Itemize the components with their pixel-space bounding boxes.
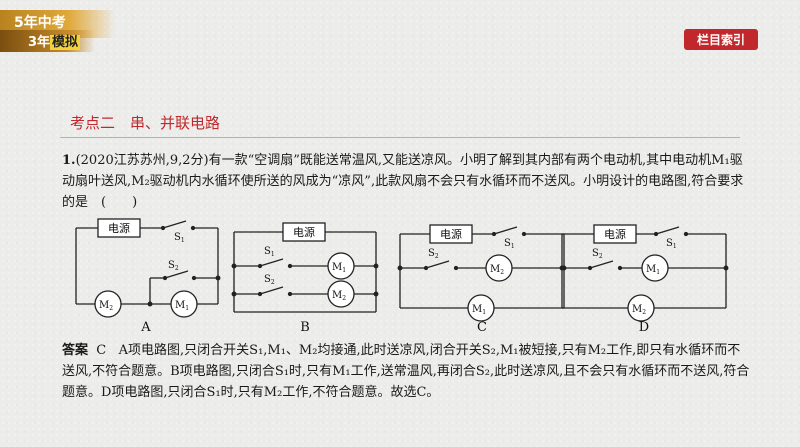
question-block: 1.(2020江苏苏州,9,2分)有一款“空调扇”既能送常温风,又能送凉风。小明… [62,150,752,213]
motor-m2-c [485,254,513,282]
brand-logo: 5年中考 3年模拟 [0,0,120,60]
answer-choice: C [96,343,107,358]
power-label-c: 电源 [440,227,462,241]
answer-block: 答案 C A项电路图,只闭合开关S₁,M₁、M₂均接通,此时送凉风,闭合开关S₂… [62,340,752,403]
svg-text:M1: M1 [332,262,346,274]
circuit-b[interactable] [231,231,379,313]
power-label-a: 电源 [108,221,130,235]
motor-m1-d [641,254,669,282]
motor-m1-a [170,290,198,318]
svg-text:M2: M2 [99,300,113,312]
power-label-d: 电源 [604,227,626,241]
power-label-b: 电源 [293,225,315,239]
svg-text:M2: M2 [632,304,646,316]
svg-text:S2: S2 [428,248,439,260]
motor-m2-d [627,294,655,322]
svg-text:S1: S1 [504,238,515,250]
svg-text:M1: M1 [175,300,189,312]
section-divider [60,137,740,138]
option-label-a[interactable]: A [140,320,151,335]
logo-line-2a: 3年 [28,35,51,50]
logo-line-2b: 模拟 [50,35,81,50]
answer-explanation: A项电路图,只闭合开关S₁,M₁、M₂均接通,此时送凉风,闭合开关S₂,M₁被短… [62,343,750,400]
svg-text:S1: S1 [174,232,185,244]
option-label-b[interactable]: B [300,320,310,335]
motor-m1-c [467,294,495,322]
question-number: 1. [62,153,76,168]
question-text: (2020江苏苏州,9,2分)有一款“空调扇”既能送常温风,又能送凉风。小明了解… [62,153,744,210]
logo-line-1: 5年中考 [14,15,66,31]
option-label-d[interactable]: D [639,320,649,335]
svg-text:S1: S1 [264,246,275,258]
power-supply-b [282,222,326,242]
logo-line-2: 3年模拟 [28,31,81,50]
option-label-c[interactable]: C [477,320,487,335]
motor-m2-b [327,280,355,308]
motor-m1-b [327,252,355,280]
circuit-a[interactable] [75,220,221,307]
section-index-button[interactable]: 栏目索引 [684,29,758,50]
circuit-c[interactable] [397,226,567,309]
circuit-d[interactable] [559,226,729,309]
power-supply-a [97,218,141,238]
svg-text:M2: M2 [332,290,346,302]
answer-label: 答案 [62,343,89,358]
motor-m2-a [94,290,122,318]
svg-text:M1: M1 [646,264,660,276]
svg-text:S2: S2 [168,260,179,272]
circuit-diagrams: 电源 电源 电源 电源 M2 M1 M1 M2 M2 M1 M1 M2 S1 S… [75,218,729,335]
svg-text:S2: S2 [592,248,603,260]
svg-text:S1: S1 [666,238,677,250]
power-supply-d [593,224,637,244]
section-title: 考点二 串、并联电路 [70,114,221,132]
power-supply-c [429,224,473,244]
svg-text:S2: S2 [264,274,275,286]
svg-text:M2: M2 [490,264,504,276]
svg-text:M1: M1 [472,304,486,316]
